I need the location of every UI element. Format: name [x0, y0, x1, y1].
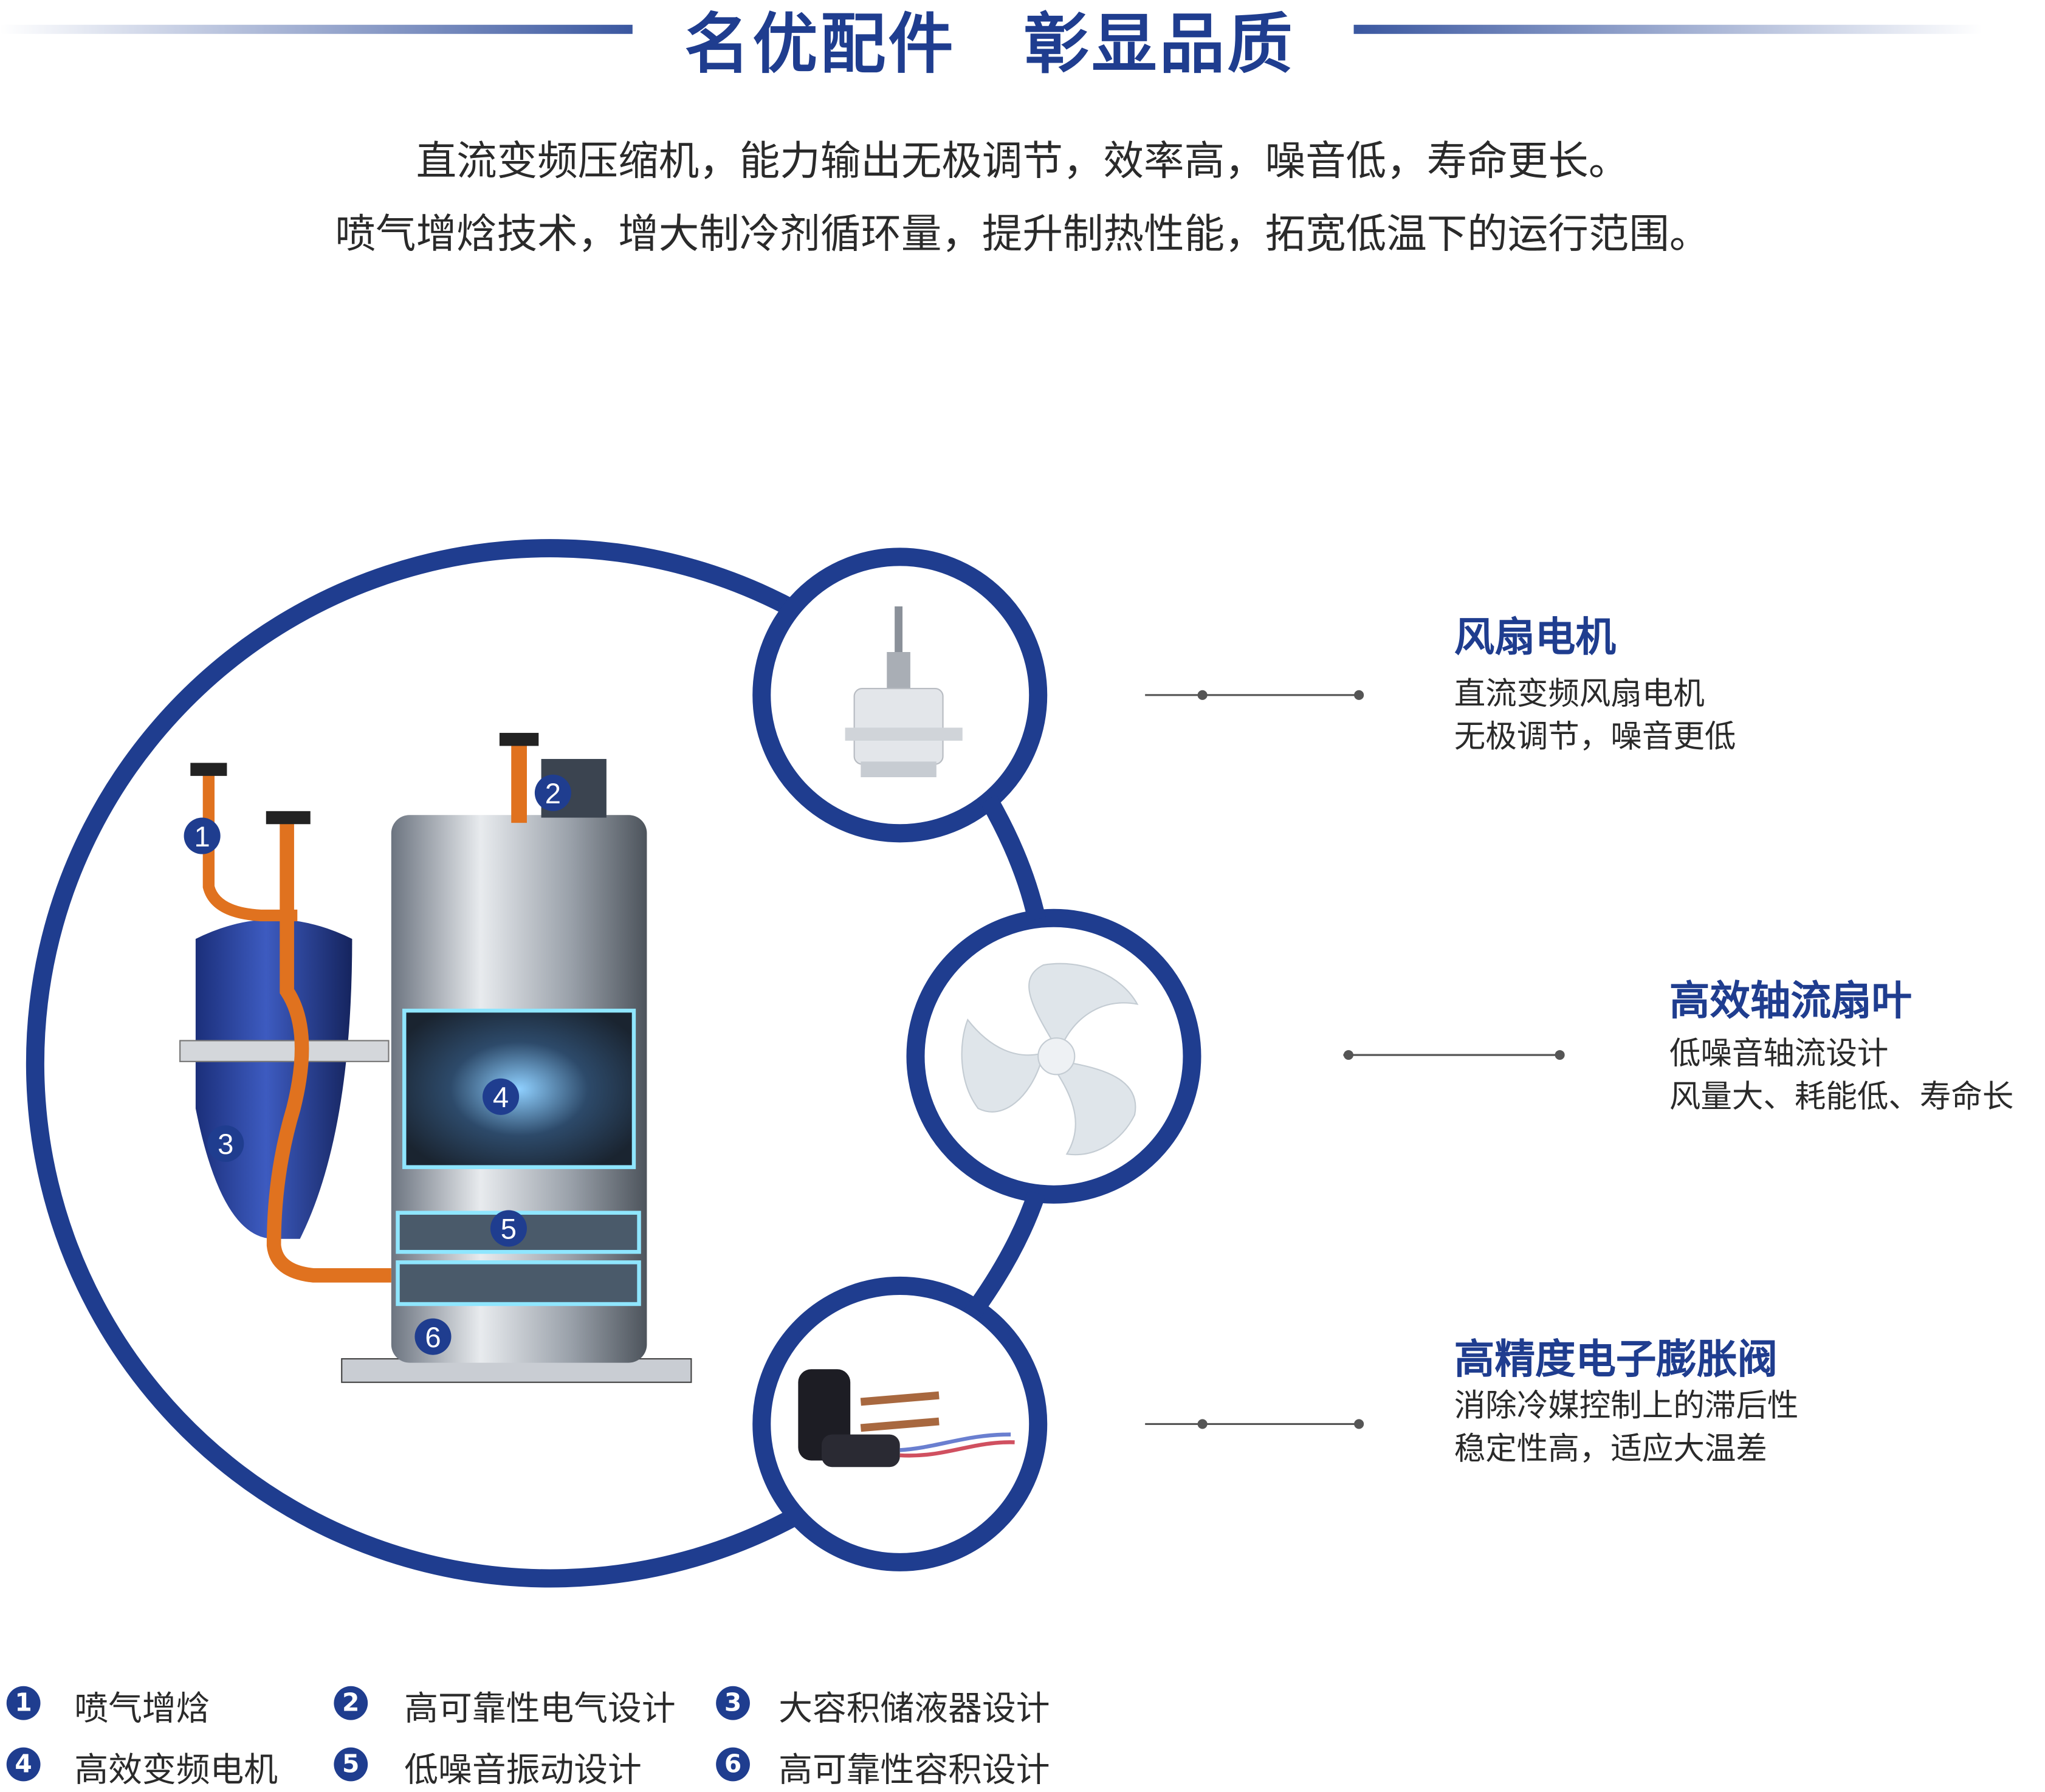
legend-badge: 1 [6, 1686, 41, 1720]
marker-2: 2 [534, 774, 571, 811]
legend-label: 大容积储液器设计 [778, 1690, 1050, 1729]
page-title: 名优配件 彰显品质 [684, 6, 1295, 83]
compressor-illustration [179, 733, 692, 1383]
legend-badge: 6 [716, 1747, 750, 1782]
legend-label: 高可靠性电气设计 [404, 1690, 676, 1729]
feature-line: 无极调节，噪音更低 [1454, 718, 1736, 755]
marker-4: 4 [483, 1078, 520, 1115]
big-ring [26, 539, 807, 1588]
compressor-markers: 1 2 3 4 5 6 [184, 774, 571, 1355]
intro-line-2: 喷气增焓技术，增大制冷剂循环量，提升制热性能，拓宽低温下的运行范围。 [335, 211, 1710, 258]
legend-badge: 5 [334, 1747, 368, 1782]
feature-title-valve: 高精度电子膨胀阀 [1454, 1336, 1778, 1384]
legend-label: 低噪音振动设计 [404, 1751, 642, 1791]
expansion-valve-icon [798, 1369, 1015, 1468]
svg-text:5: 5 [501, 1214, 517, 1246]
marker-5: 5 [490, 1210, 527, 1247]
legend-label: 高可靠性容积设计 [778, 1751, 1050, 1791]
marker-1: 1 [184, 817, 221, 854]
svg-text:1: 1 [194, 821, 210, 853]
ring-fan-blade [906, 908, 1201, 1204]
legend-badge: 4 [6, 1747, 41, 1782]
fan-motor-icon [845, 606, 963, 778]
intro-line-1: 直流变频压缩机，能力输出无极调节，效率高，噪音低，寿命更长。 [416, 138, 1629, 185]
fan-blade-icon [961, 963, 1139, 1156]
legend-label: 喷气增焓 [74, 1690, 210, 1729]
svg-text:6: 6 [425, 1322, 441, 1354]
feature-line: 稳定性高，适应大温差 [1454, 1430, 1767, 1468]
svg-text:4: 4 [493, 1082, 509, 1114]
svg-text:2: 2 [545, 778, 561, 810]
ring-fan-motor [752, 548, 1048, 843]
title-divider-right [1353, 24, 1982, 34]
marker-3: 3 [207, 1125, 244, 1162]
feature-line: 消除冷媒控制上的滞后性 [1454, 1387, 1799, 1424]
legend-badge: 2 [334, 1686, 368, 1720]
feature-line: 直流变频风扇电机 [1454, 675, 1705, 712]
svg-text:3: 3 [218, 1128, 233, 1161]
frame-rings [26, 539, 1201, 1588]
legend-label: 高效变频电机 [74, 1751, 278, 1791]
connector-lines [1145, 690, 1565, 1429]
feature-title-fan-blade: 高效轴流扇叶 [1669, 978, 1913, 1025]
ring-valve [752, 1276, 1048, 1571]
marker-6: 6 [414, 1318, 452, 1355]
title-divider-left [0, 24, 633, 34]
legend-badge: 3 [716, 1686, 750, 1720]
feature-line: 低噪音轴流设计 [1669, 1035, 1889, 1073]
feature-title-fan-motor: 风扇电机 [1454, 614, 1616, 662]
feature-line: 风量大、耗能低、寿命长 [1669, 1078, 2014, 1115]
